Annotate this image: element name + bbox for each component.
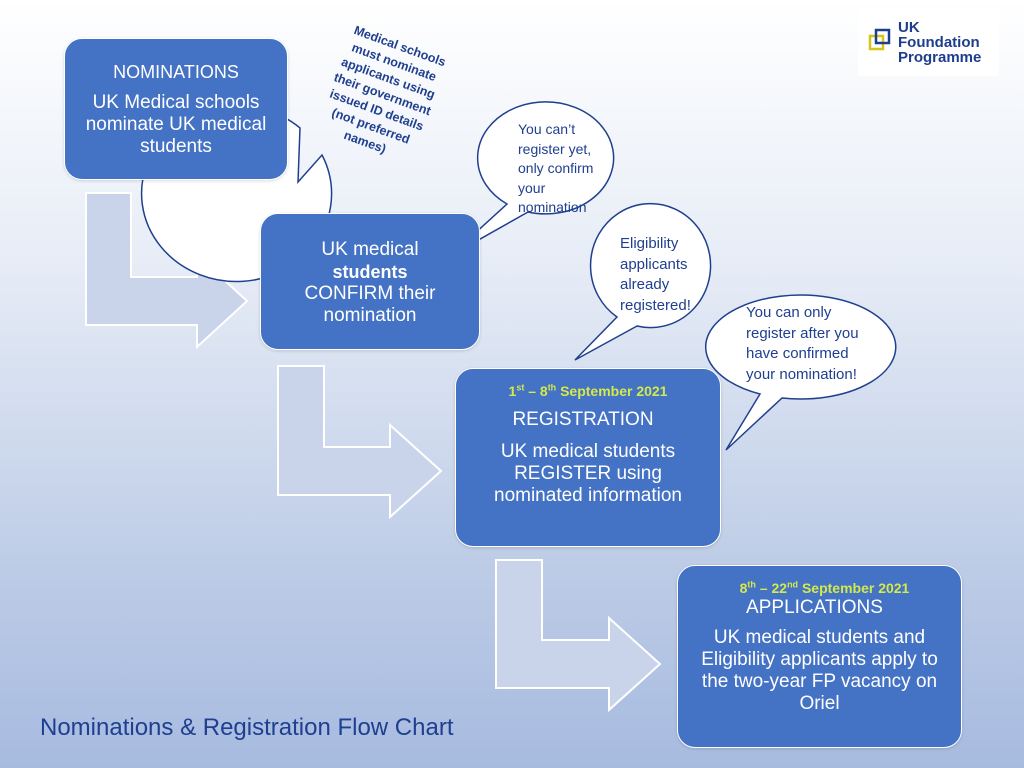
logo-wordmark: UK Foundation Programme xyxy=(898,18,982,66)
step-registration: 1st – 8th September 2021 REGISTRATION UK… xyxy=(455,368,721,547)
uk-foundation-programme-logo: UK Foundation Programme xyxy=(858,8,999,76)
callout-bubble-cant-register xyxy=(449,101,615,257)
step-applications: 8th – 22nd September 2021 APPLICATIONS U… xyxy=(677,565,962,748)
flow-arrow-3 xyxy=(495,559,662,713)
step-applications-heading: APPLICATIONS xyxy=(746,597,883,618)
step-confirm-line4: nomination xyxy=(323,305,417,326)
registration-date: 1st – 8th September 2021 xyxy=(508,382,668,399)
page-title: Nominations & Registration Flow Chart xyxy=(40,714,454,741)
callout-eligibility-text: Eligibility applicants already registere… xyxy=(620,235,691,314)
step-confirm-line1: UK medical xyxy=(321,239,419,260)
callout-bubble-only-after xyxy=(704,294,897,451)
step-confirm: UK medical students CONFIRM their nomina… xyxy=(260,213,480,350)
logo-squares-icon xyxy=(868,28,891,51)
callout-bubble-eligibility xyxy=(574,202,712,361)
flow-arrow-2 xyxy=(277,365,443,520)
callout-only-after-text: You can only register after you have con… xyxy=(746,304,859,383)
callout-cant-register-text: You can’t register yet, only confirm you… xyxy=(518,121,594,215)
step-nominations-body: UK Medical schools nominate UK medical s… xyxy=(85,92,267,157)
step-nominations: NOMINATIONS UK Medical schools nominate … xyxy=(64,38,288,180)
step-registration-body: UK medical students REGISTER using nomin… xyxy=(494,441,682,506)
step-confirm-line3: CONFIRM their xyxy=(304,283,436,304)
applications-date: 8th – 22nd September 2021 xyxy=(739,579,910,596)
step-confirm-line2: students xyxy=(332,262,408,282)
step-applications-body: UK medical students and Eligibility appl… xyxy=(701,627,938,714)
step-nominations-heading: NOMINATIONS xyxy=(113,62,239,82)
step-registration-heading: REGISTRATION xyxy=(512,409,654,430)
